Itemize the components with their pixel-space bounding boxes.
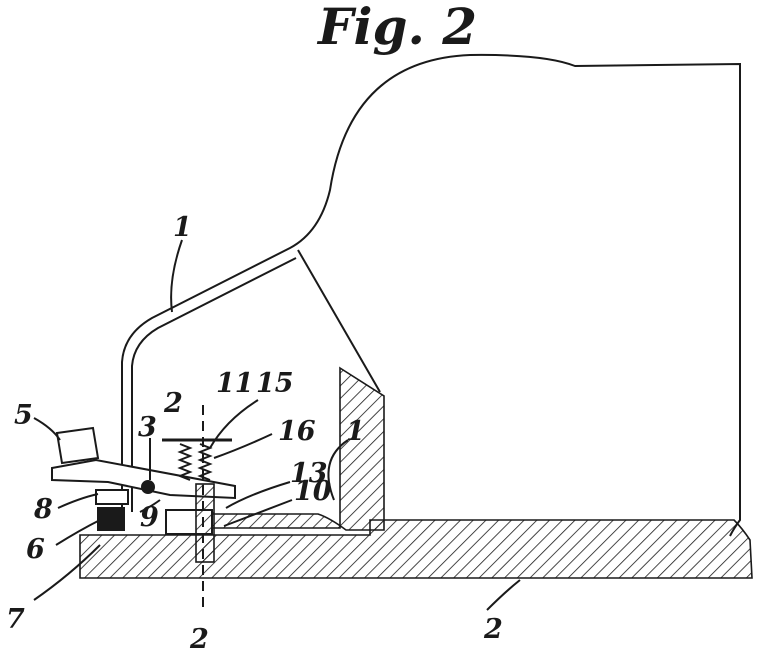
leader-lines xyxy=(33,239,521,611)
plunger xyxy=(195,483,215,563)
casing-diagonal xyxy=(297,249,381,393)
label-1-bracket: 1 xyxy=(346,416,365,447)
contact-block-upper xyxy=(95,489,129,505)
spring-right xyxy=(197,443,213,481)
casing-outline xyxy=(121,53,741,537)
lever-handle xyxy=(55,426,100,465)
label-13-plunger: 13 xyxy=(290,458,328,489)
label-8-contact: 8 xyxy=(33,494,53,525)
label-2-section-top: 2 xyxy=(163,388,183,419)
spring-left xyxy=(177,443,193,481)
label-3-pivot: 3 xyxy=(138,412,157,443)
casing-inner-wall xyxy=(131,257,297,512)
label-7-base: 7 xyxy=(6,604,25,635)
label-15-spring: 15 xyxy=(256,368,294,399)
label-10-block: 10 xyxy=(294,476,332,507)
label-9-contact: 9 xyxy=(140,502,159,533)
base-plate xyxy=(79,519,753,579)
figure-title: Fig. 2 xyxy=(316,0,477,56)
label-6-contact: 6 xyxy=(26,534,45,565)
pivot-pin xyxy=(141,480,155,494)
label-2-base: 2 xyxy=(483,614,503,645)
label-5-handle: 5 xyxy=(14,400,33,431)
label-16-spring: 16 xyxy=(278,416,316,447)
contact-block-lower xyxy=(97,507,125,531)
label-1-casing: 1 xyxy=(173,212,192,243)
label-2-section-bottom: 2 xyxy=(189,624,209,655)
label-11-spring: 11 xyxy=(216,368,254,399)
